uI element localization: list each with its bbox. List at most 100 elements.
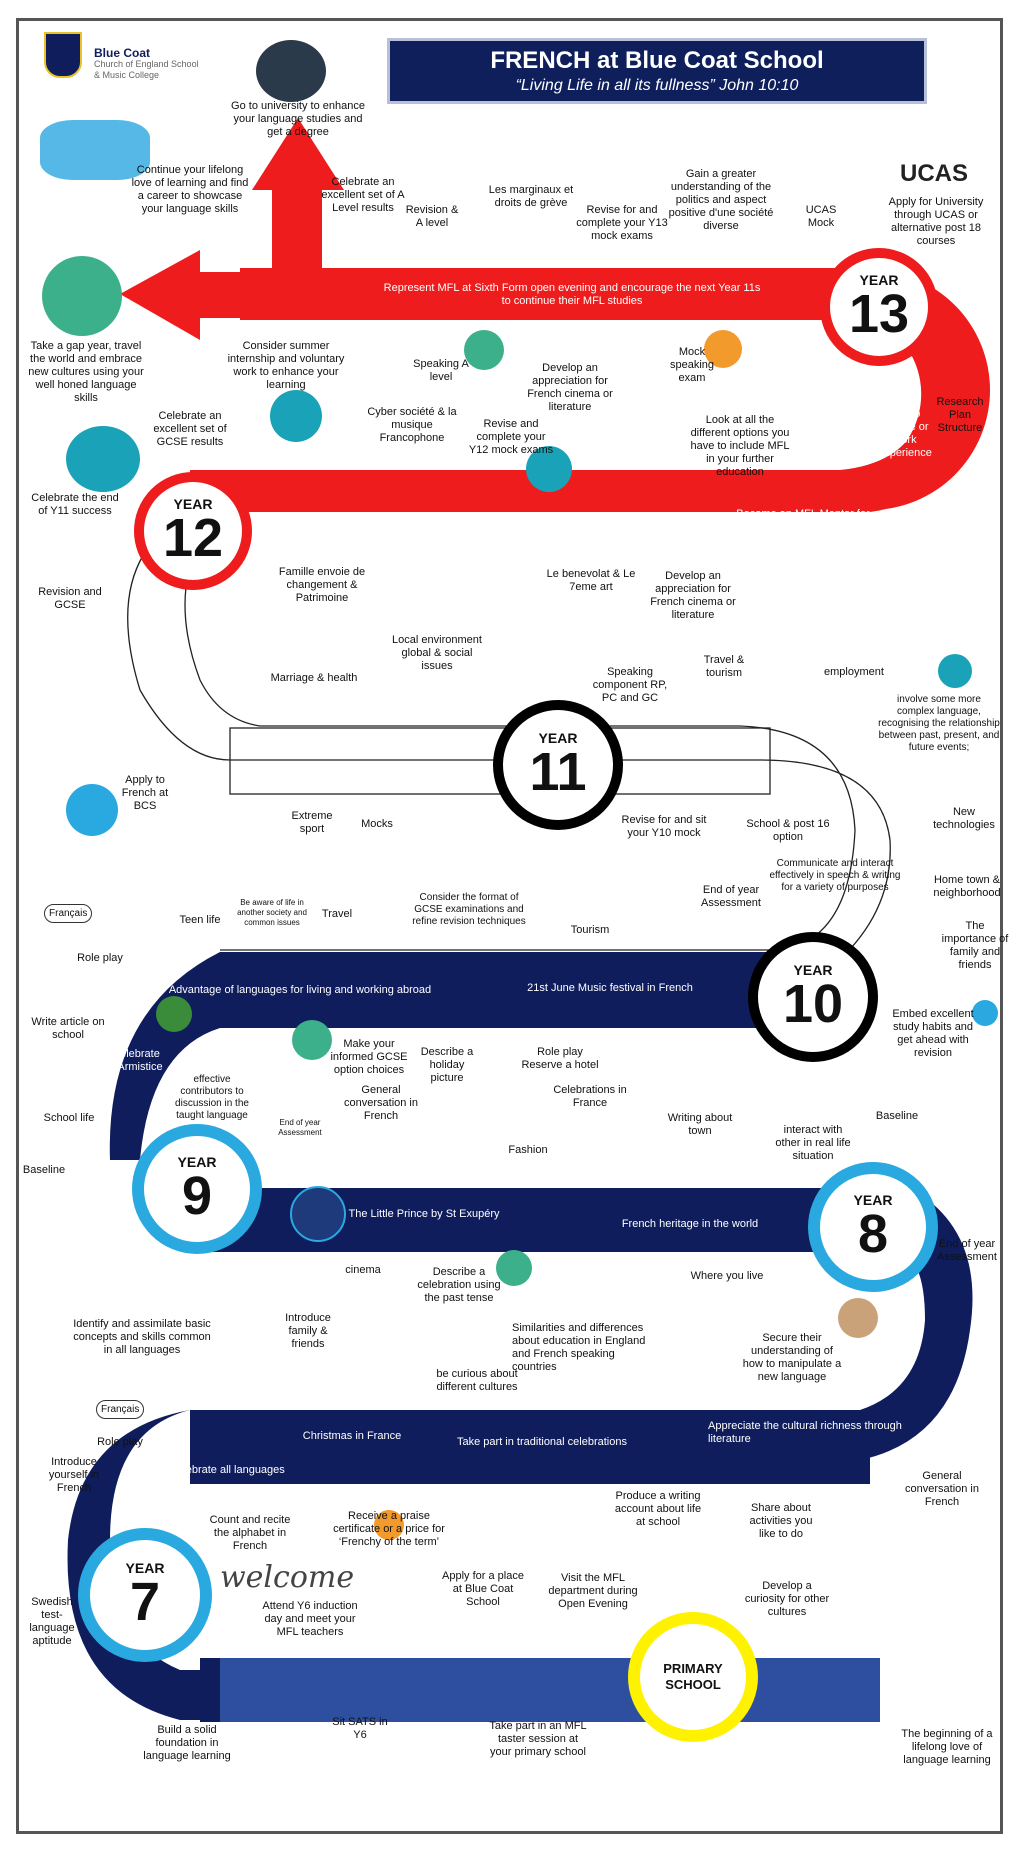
ucas-text: UCAS [900,160,969,187]
label-marginaux: Les marginaux et droits de grève [488,184,574,209]
label-embed: Embed excellent study habits and get ahe… [892,1008,974,1059]
year12-number: 12 [162,508,224,568]
up-arrow-shaft [272,188,322,278]
label-curiosity: Develop a curiosity for other cultures [744,1580,830,1618]
year13-number: 13 [848,284,910,344]
label-beginning: The beginning of a lifelong love of lang… [901,1728,993,1766]
shield-icon [44,32,82,78]
label-heritage: French heritage in the world [621,1218,759,1230]
primary-label: PRIMARY SCHOOL [663,1661,723,1692]
little-prince-icon [290,1186,346,1242]
label-speakA: Speaking A level [413,358,469,383]
passport-icon [42,256,122,336]
label-options: Look at all the different options you ha… [690,414,790,478]
globe-icon [156,996,192,1032]
label-gap: Take a gap year, travel the world and em… [28,340,144,404]
label-politics: Gain a greater understanding of the poli… [668,168,774,232]
label-baseline9: Baseline [22,1164,66,1176]
year8-road [190,1410,870,1484]
year12-label: YEAR [173,496,213,512]
running-icon [938,654,972,688]
label-trip: Trip to France or work experience [878,408,932,459]
year7-label: YEAR [125,1560,165,1576]
page-title: FRENCH at Blue Coat School [490,47,824,74]
label-celebfr: Celebrations in France [553,1084,627,1109]
label-identify: Identify and assimilate basic concepts a… [73,1318,211,1356]
label-apply: Apply to French at BCS [121,774,169,812]
logo-sub1: Church of England School [94,59,199,69]
label-baseline8: Baseline [875,1110,919,1122]
logo-text: Blue Coat Church of England School & Mus… [94,47,199,81]
year8-curve [860,1188,973,1460]
label-fashion: Fashion [508,1144,548,1156]
label-mocks: Mocks [361,818,393,830]
label-praise: Receive a praise certificate or a price … [333,1510,445,1548]
label-gcseres: Celebrate an excellent set of GCSE resul… [153,410,227,448]
label-taster: Work with your MFL teacher in delivering… [329,518,537,543]
calendar-icon [972,1000,998,1026]
label-family: The importance of family and friends [941,920,1009,971]
label-summer: Consider summer internship and voluntary… [227,340,345,391]
left-arrow-shaft [195,272,255,318]
graduation-icon [66,426,140,492]
label-gcsechoice: Make your informed GCSE option choices [330,1038,408,1076]
left-arrow [120,250,200,340]
label-travel10: Travel [321,908,353,920]
francais-bubble-bottom: Français [96,1400,145,1419]
label-endy9: End of year Assessment [278,1118,322,1137]
label-pasttense: Describe a celebration using the past te… [417,1266,501,1304]
label-induction: Attend Y6 induction day and meet your MF… [262,1600,358,1638]
label-genconv9: General conversation in French [344,1084,418,1122]
label-roleplay9: Role play [77,952,123,964]
university-icon [256,40,326,102]
map-icon [40,120,150,180]
label-rep: Represent MFL at Sixth Form open evening… [383,282,761,307]
label-swedish: Swedish test-language aptitude [29,1596,75,1647]
label-armistice: Celebrate L’Armistice [109,1048,163,1073]
label-xmas: Christmas in France [302,1430,402,1442]
label-format: Consider the format of GCSE examinations… [412,892,526,927]
label-localenv: Local environment global & social issues [392,634,482,672]
school-logo [44,32,82,78]
ucas-logo: UCAS [890,118,980,188]
label-genconv8: General conversation in French [905,1470,979,1508]
label-reserve: Role play Reserve a hotel [521,1046,599,1071]
label-newtech: New technologies [933,806,995,831]
label-music: 21st June Music festival in French [527,982,693,994]
primary-road [220,1658,880,1722]
label-y13mock: Revise for and complete your Y13 mock ex… [576,204,668,242]
label-town: Writing about town [667,1112,733,1137]
up-arrow [252,118,344,190]
year9-label: YEAR [177,1154,217,1170]
label-schoollife: School life [43,1112,95,1124]
primary-circle: PRIMARY SCHOOL [628,1612,758,1742]
label-visit: Visit the MFL department during Open Eve… [548,1572,638,1610]
label-tourism: Tourism [570,924,610,936]
label-applyplace: Apply for a place at Blue Coat School [442,1570,524,1608]
label-speakcomp: Speaking component RP, PC and GC [592,666,668,704]
logo-sub2: & Music College [94,70,160,80]
label-complex: involve some more complex language, reco… [878,694,1000,753]
label-ucas: Apply for University through UCAS or alt… [888,196,984,247]
label-y12mock: Revise and complete your Y12 mock exams [468,418,554,456]
year11-number: 11 [529,742,587,802]
label-sats: Sit SATS in Y6 [332,1716,388,1741]
year10-road [109,952,770,1160]
label-endy11: Celebrate the end of Y11 success [31,492,119,517]
welcome-sign: welcome [220,1560,355,1595]
label-alevel: Celebrate an excellent set of A Level re… [321,176,405,214]
primary-road-dark [200,1658,220,1722]
label-introfam: Introduce family & friends [285,1312,331,1350]
label-lifelong: Continue your lifelong love of learning … [131,164,249,215]
label-research: Research Plan Structure [936,396,984,434]
label-aware: Be aware of life in another society and … [237,898,307,927]
year11-label: YEAR [538,730,578,746]
label-foundation: Build a solid foundation in language lea… [143,1724,231,1762]
label-marriage: Marriage & health [270,672,358,684]
label-uni: Go to university to enhance your languag… [231,100,365,138]
speaking-icon [464,330,504,370]
label-hometown: Home town & neighborhood [933,874,1001,899]
